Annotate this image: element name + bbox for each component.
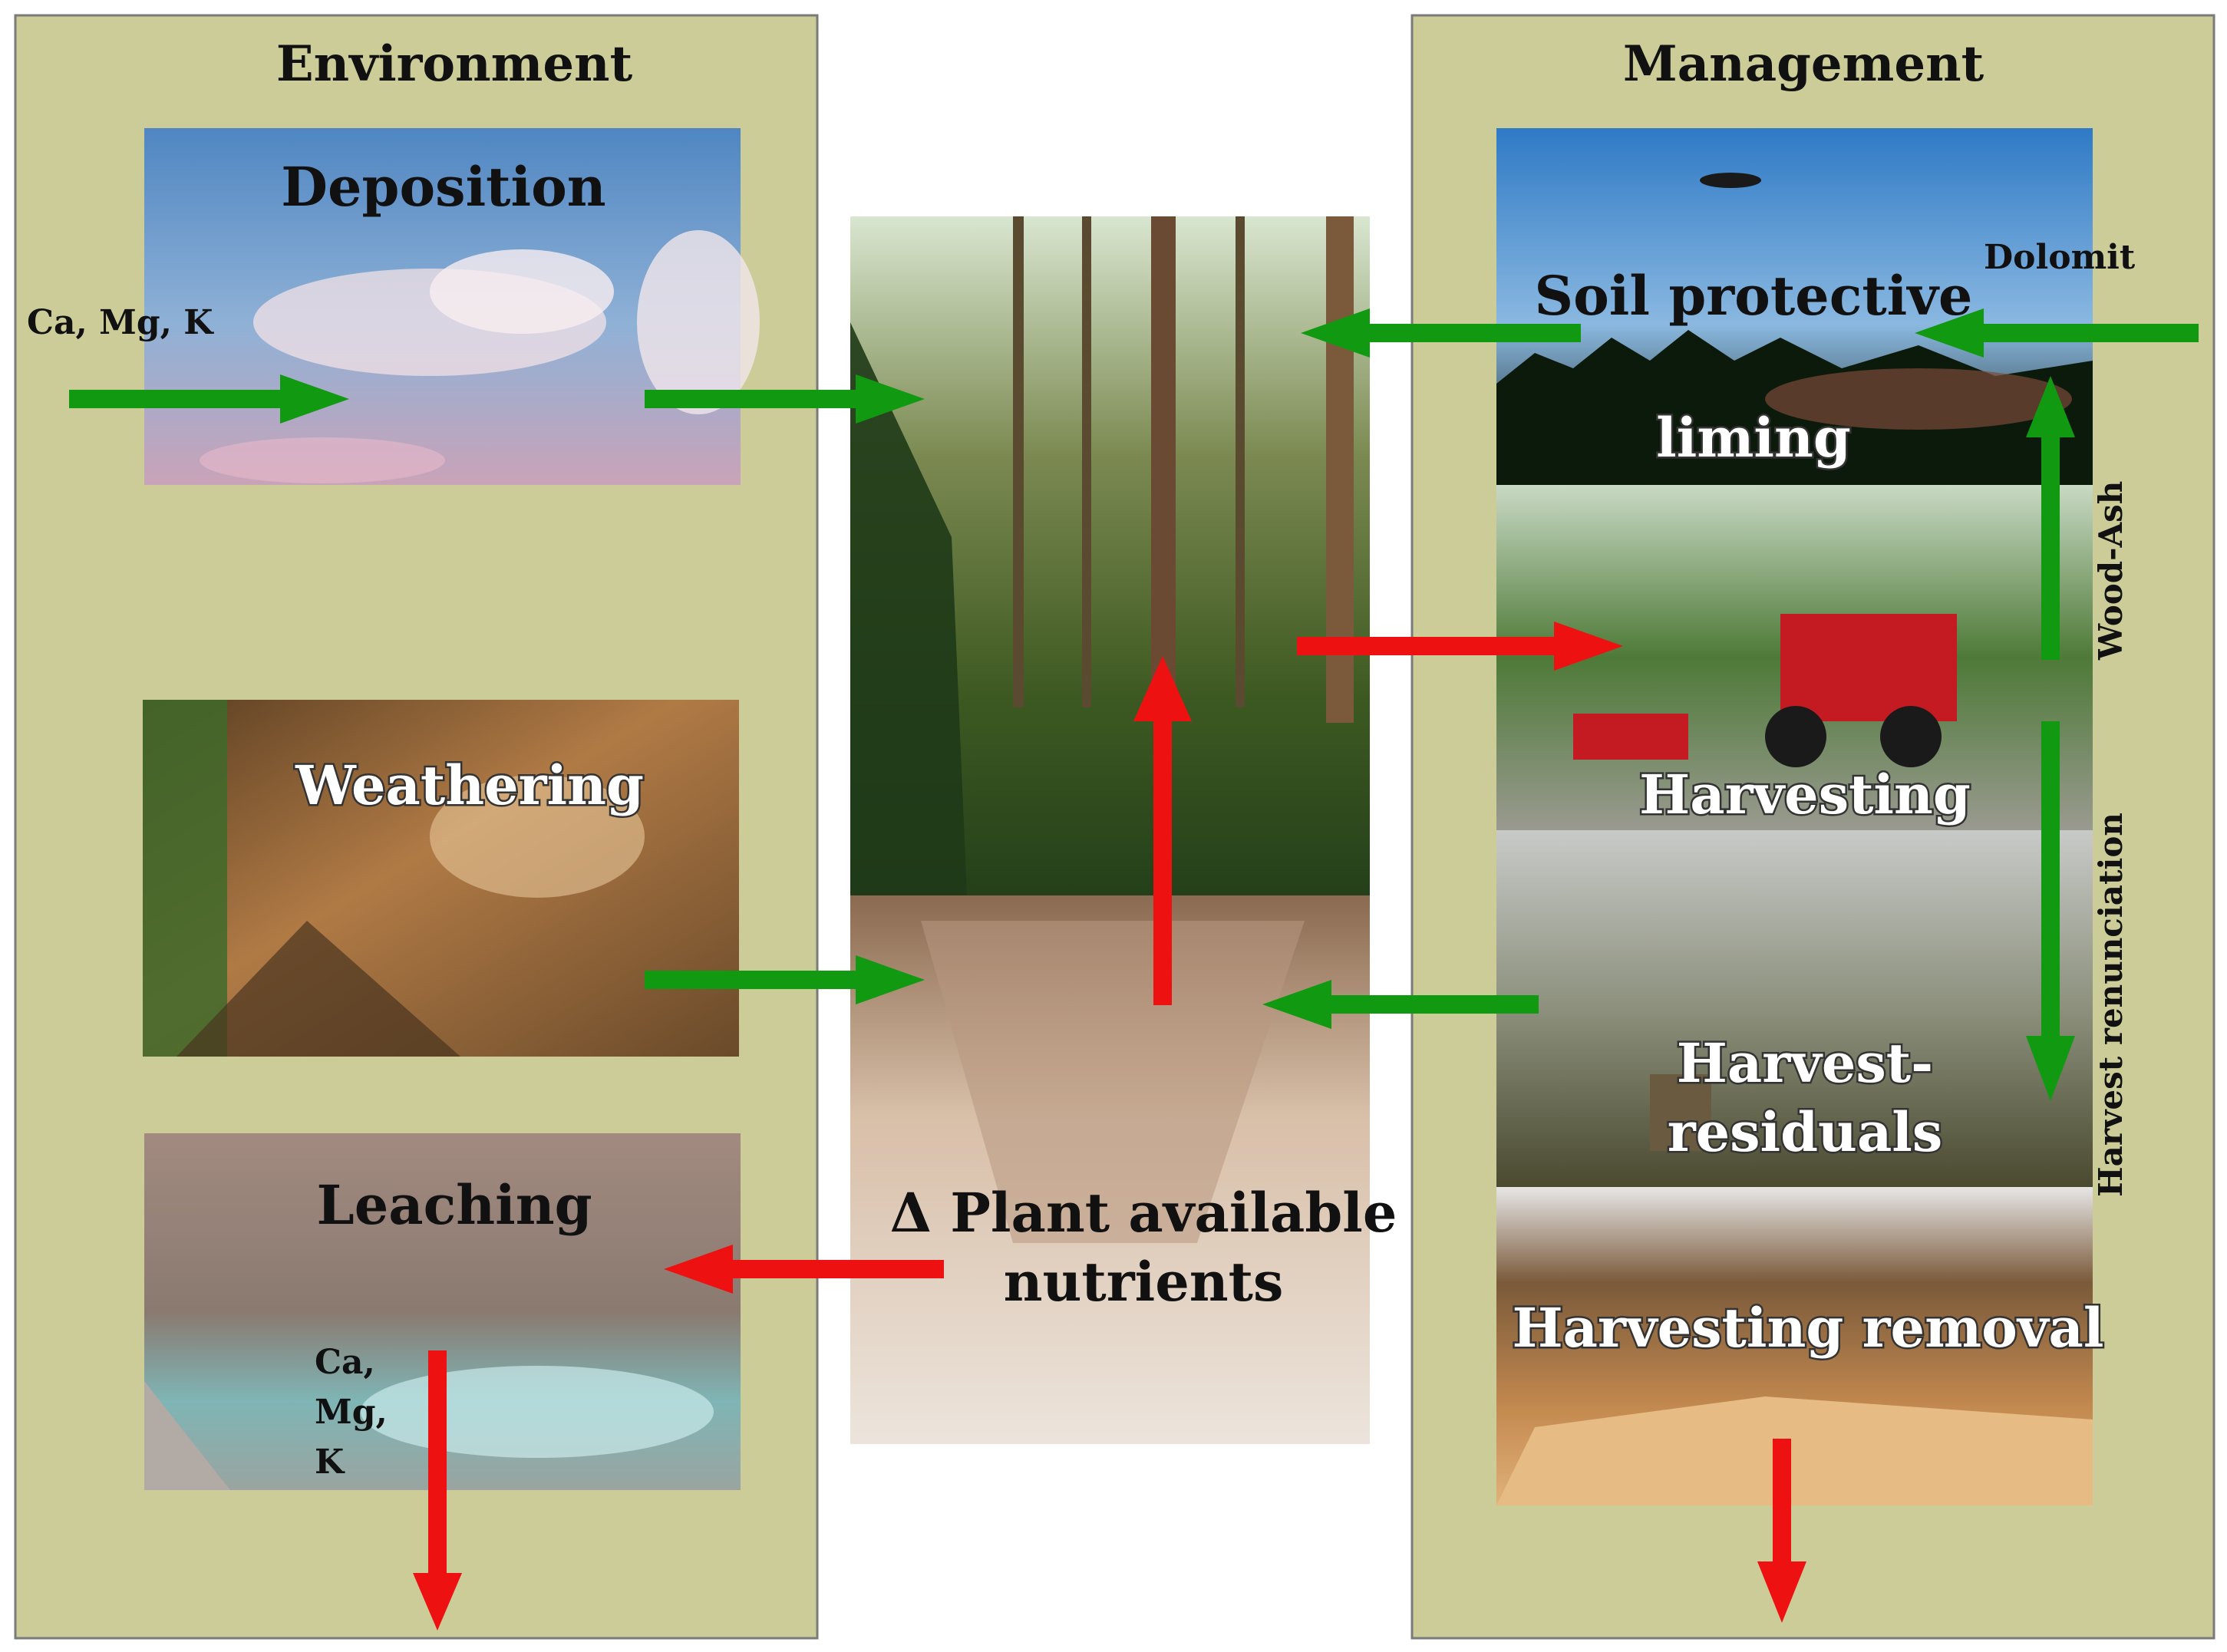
harvest-renunciation-label: Harvest renunciation [2092,813,2130,1197]
leaching-output-label-line2: Mg, [315,1393,388,1432]
soil-pit-photo [850,895,1370,1444]
soil-pit-label-line1: Δ Plant available [890,1181,1397,1245]
arrow-leaching-output [413,1350,462,1631]
environment-title: Environment [276,35,633,93]
management-title: Management [1623,35,1985,93]
leaching-label: Leaching [316,1173,592,1237]
arrow-soil-to-forest-uptake [1133,656,1192,1005]
dolomit-label: Dolomit [1984,238,2136,277]
arrow-soil-to-leaching [664,1245,944,1294]
soil-liming-photo [1496,128,2093,485]
leaching-output-label-line3: K [315,1443,345,1482]
harvest-residuals-photo [1496,830,2093,1187]
deposition-photo [144,128,760,485]
soil-liming-label-line2: liming [1656,406,1851,470]
harvest-residuals-label-line1: Harvest- [1677,1031,1933,1095]
arrow-residuals-to-soil [1262,980,1539,1029]
harvest-residuals-label-line2: residuals [1668,1100,1943,1164]
arrow-deposition-to-forest [645,374,925,424]
arrow-forest-to-harvesting [1297,622,1623,671]
arrow-weathering-to-soil [645,955,925,1004]
wood-ash-label: Wood-Ash [2092,481,2130,661]
harvesting-label: Harvesting [1639,763,1971,826]
deposition-label: Deposition [281,155,605,219]
weathering-photo [143,700,739,1057]
leaching-output-label-line1: Ca, [315,1343,375,1382]
soil-liming-label-line1: Soil protective [1535,264,1973,328]
harvesting-removal-label: Harvesting removal [1513,1296,2104,1360]
soil-pit-label-line2: nutrients [1004,1250,1284,1314]
weathering-label: Weathering [295,753,644,817]
arrow-wood-ash-up [2026,376,2075,660]
deposition-input-label: Ca, Mg, K [27,303,214,342]
arrow-deposition-input [69,374,349,424]
harvesting-removal-photo [1496,1187,2093,1505]
forest-photo [850,216,1370,895]
arrow-liming-to-forest [1301,308,1581,358]
arrow-harvest-renunciation-down [2026,721,2075,1101]
harvesting-photo [1496,485,2093,830]
arrow-dolomit-input [1915,308,2199,358]
arrow-harvesting-removal-output [1757,1439,1806,1623]
